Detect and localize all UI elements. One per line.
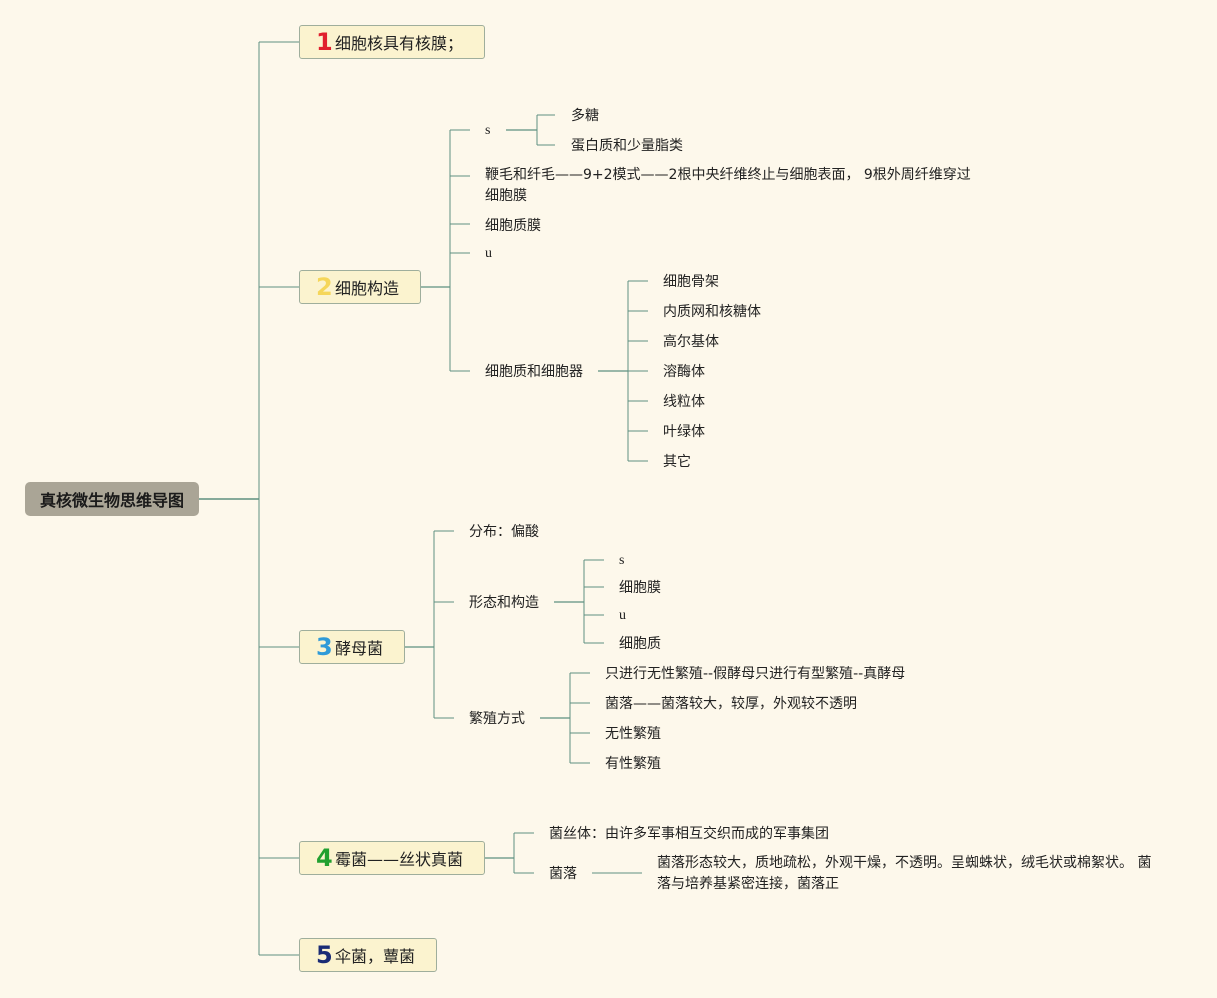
leaf-er-ribosome[interactable]: 内质网和核糖体: [663, 304, 761, 320]
number-3-icon: 3: [316, 633, 333, 661]
leaf-mold-colony-desc[interactable]: 菌落形态较大，质地疏松，外观干燥，不透明。呈蜘蛛状，绒毛状或棉絮状。 菌落与培养…: [657, 855, 1152, 892]
topic-1[interactable]: 1 细胞核具有核膜；: [299, 25, 485, 59]
leaf-other[interactable]: 其它: [663, 454, 691, 470]
leaf-yeast-colony[interactable]: 菌落——菌落较大，较厚，外观较不透明: [605, 696, 857, 712]
subtopic-cytoplasm-organelles[interactable]: 细胞质和细胞器: [485, 364, 583, 380]
leaf-lysosome[interactable]: 溶酶体: [663, 364, 705, 380]
root-topic[interactable]: 真核微生物思维导图: [25, 482, 199, 516]
topic-4[interactable]: 4 霉菌——丝状真菌: [299, 841, 485, 875]
subtopic-u[interactable]: u: [485, 246, 492, 261]
leaf-asexual[interactable]: 无性繁殖: [605, 726, 661, 742]
topic-4-label: 霉菌——丝状真菌: [335, 850, 464, 869]
topic-2-label: 细胞构造: [335, 279, 400, 298]
leaf-asexual-only[interactable]: 只进行无性繁殖--假酵母只进行有型繁殖--真酵母: [605, 666, 906, 682]
topic-3-label: 酵母菌: [335, 639, 384, 658]
subtopic-distribution[interactable]: 分布：偏酸: [469, 524, 539, 540]
subtopic-s[interactable]: s: [485, 123, 491, 138]
subtopic-morphology[interactable]: 形态和构造: [469, 595, 539, 611]
leaf-cytoskeleton[interactable]: 细胞骨架: [663, 274, 719, 290]
leaf-sexual[interactable]: 有性繁殖: [605, 756, 661, 772]
topic-1-label: 细胞核具有核膜；: [335, 34, 464, 53]
leaf-yeast-s[interactable]: s: [619, 553, 625, 568]
topic-5-label: 伞菌，蕈菌: [335, 947, 416, 966]
subtopic-mycelium[interactable]: 菌丝体：由许多军事相互交织而成的军事集团: [549, 826, 829, 842]
leaf-polysaccharide[interactable]: 多糖: [571, 108, 599, 124]
subtopic-mold-colony[interactable]: 菌落: [549, 866, 577, 882]
leaf-golgi[interactable]: 高尔基体: [663, 334, 719, 350]
topic-5[interactable]: 5 伞菌，蕈菌: [299, 938, 437, 972]
leaf-chloroplast[interactable]: 叶绿体: [663, 424, 705, 440]
number-5-icon: 5: [316, 941, 333, 969]
topic-3[interactable]: 3 酵母菌: [299, 630, 405, 664]
leaf-yeast-cytoplasm[interactable]: 细胞质: [619, 636, 661, 652]
subtopic-flagella[interactable]: 鞭毛和纤毛——9+2模式——2根中央纤维终止与细胞表面， 9根外周纤维穿过细胞膜: [485, 167, 971, 204]
subtopic-reproduction[interactable]: 繁殖方式: [469, 711, 525, 727]
leaf-protein-lipid[interactable]: 蛋白质和少量脂类: [571, 138, 683, 154]
leaf-yeast-membrane[interactable]: 细胞膜: [619, 580, 661, 596]
leaf-mitochondria[interactable]: 线粒体: [663, 394, 705, 410]
leaf-yeast-u[interactable]: u: [619, 608, 626, 623]
number-1-icon: 1: [316, 28, 333, 56]
subtopic-plasma-membrane[interactable]: 细胞质膜: [485, 218, 541, 234]
number-4-icon: 4: [316, 844, 333, 872]
number-2-icon: 2: [316, 273, 333, 301]
topic-2[interactable]: 2 细胞构造: [299, 270, 421, 304]
